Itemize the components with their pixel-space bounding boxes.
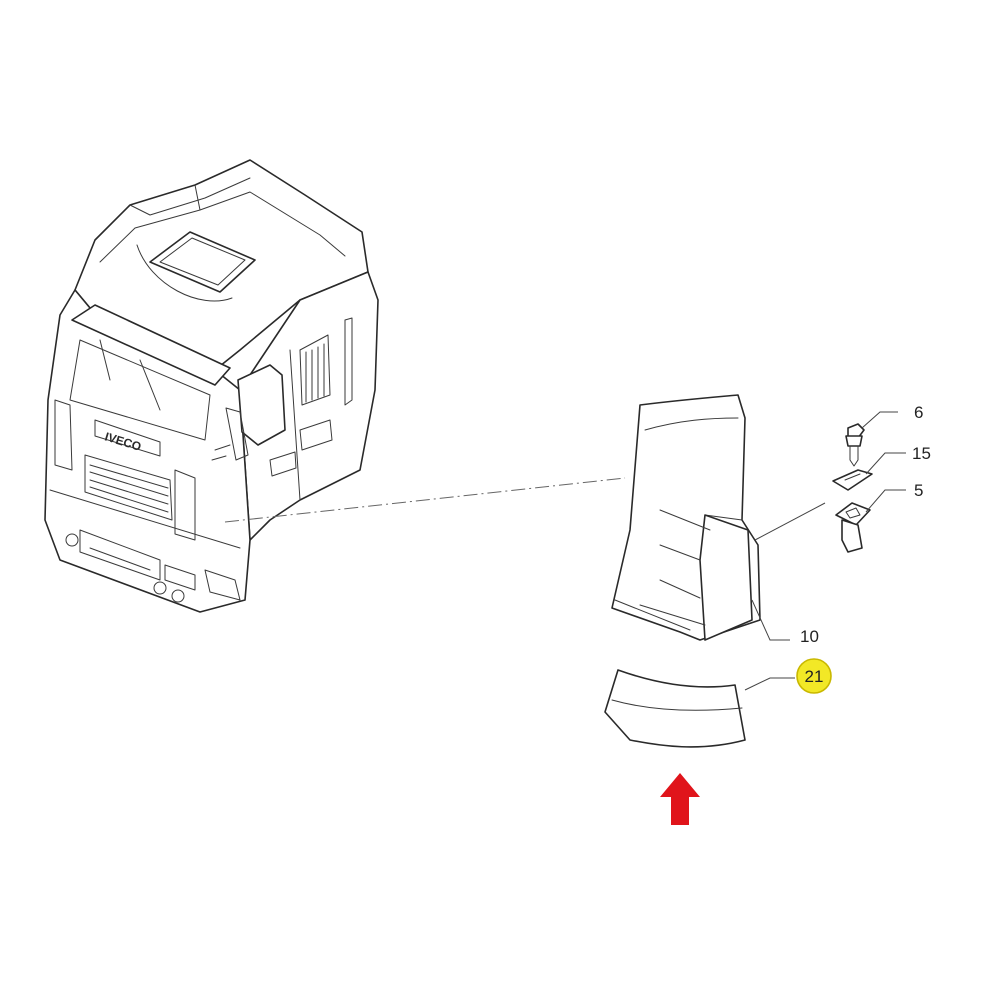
callout-label-5: 5	[914, 481, 923, 500]
callout-label-6: 6	[914, 403, 923, 422]
location-pointer-line	[224, 477, 626, 523]
clip-nut-part-5	[835, 502, 871, 553]
callout-label-10: 10	[800, 627, 819, 646]
lower-trim-strip-part-21	[604, 669, 746, 748]
washer-part-15	[832, 469, 873, 491]
callout-label-21: 21	[805, 667, 824, 686]
highlight-circle	[796, 658, 832, 694]
callout-label-15: 15	[912, 444, 931, 463]
truck-cab-drawing: IVECO	[44, 159, 379, 613]
red-arrow-icon	[660, 773, 700, 825]
leader-lines	[744, 411, 906, 691]
corner-panel-part-10	[611, 394, 761, 641]
screw-part-6	[845, 423, 865, 467]
